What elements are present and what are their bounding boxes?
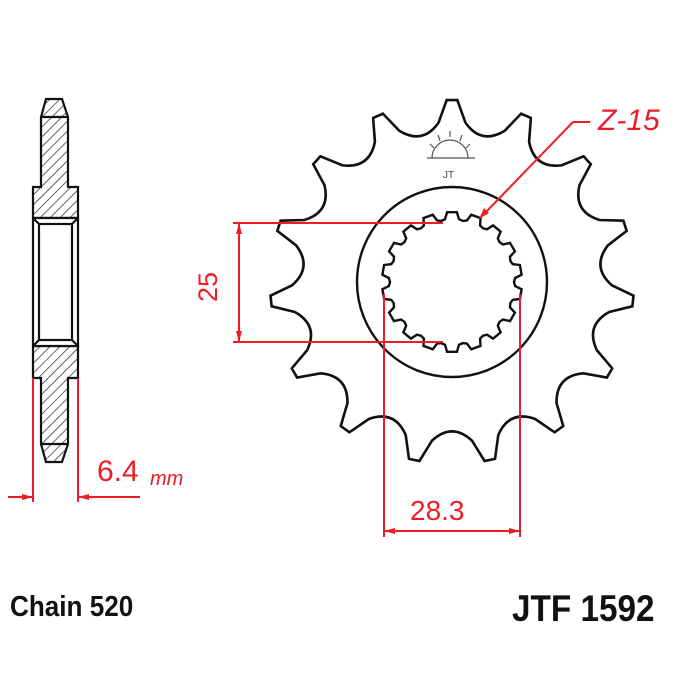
hub-circle xyxy=(355,185,549,379)
spline-bore xyxy=(381,211,523,353)
side-view xyxy=(31,97,80,464)
svg-text:JT: JT xyxy=(443,170,454,181)
thickness-dimension xyxy=(8,378,140,502)
teeth-count-label: Z-15 xyxy=(598,104,660,137)
teeth-leader xyxy=(479,121,590,219)
thickness-unit-label: mm xyxy=(150,468,184,490)
height-dimension-label: 25 xyxy=(193,271,223,302)
sun-logo-icon: JT xyxy=(427,131,475,181)
chain-label: Chain 520 xyxy=(10,591,134,623)
width-dimension xyxy=(383,294,521,537)
part-number-label: JTF 1592 xyxy=(512,588,655,629)
sprocket-outline xyxy=(269,98,635,463)
width-dimension-label: 28.3 xyxy=(410,495,465,526)
height-dimension xyxy=(233,222,443,343)
thickness-value-label: 6.4 xyxy=(97,455,139,488)
